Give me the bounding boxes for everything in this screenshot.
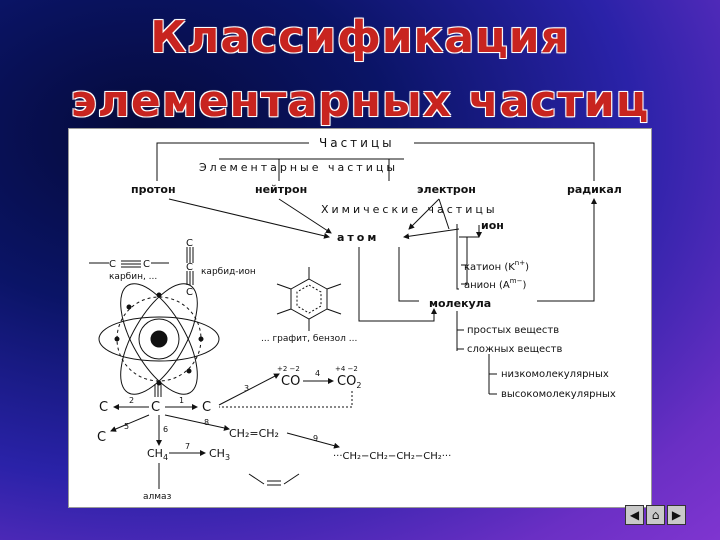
molecule-label: молекула [429,297,491,310]
polyethylene-formula: ···CH₂−CH₂−CH₂−CH₂··· [333,451,451,462]
co2-formula: CO2 [337,374,361,390]
anion-label: анион (Am−) [464,277,526,291]
svg-text:C: C [186,262,193,273]
particles-label: Частицы [319,136,395,150]
svg-text:5: 5 [124,422,129,431]
radical-label: радикал [567,183,622,196]
low-molecular-label: низкомолекулярных [501,369,609,380]
proton-label: протон [131,183,176,196]
svg-text:C: C [202,400,211,415]
svg-text:4: 4 [315,369,320,378]
cation-label: катион (Kn+) [464,259,529,273]
previous-slide-button[interactable]: ◀ [625,505,644,525]
home-button[interactable]: ⌂ [646,505,665,525]
slide-navigation: ◀ ⌂ ▶ [625,505,705,525]
high-molecular-label: высокомолекулярных [501,389,616,400]
carbide-ion-label: карбид-ион [201,267,256,277]
chemical-particles-label: Химические частицы [321,203,498,216]
svg-text:+2 −2: +2 −2 [277,365,300,373]
slide-title-line-2: элементарных частиц [70,76,650,127]
next-slide-button[interactable]: ▶ [667,505,686,525]
svg-text:7: 7 [185,442,190,451]
svg-text:9: 9 [313,434,318,443]
diamond-label: алмаз [143,492,172,502]
methane-formula: CH4 [147,447,168,462]
svg-text:C: C [99,400,108,415]
svg-text:C: C [97,430,106,445]
svg-text:6: 6 [163,425,168,434]
svg-text:2: 2 [129,396,134,405]
ion-label: ион [481,219,504,232]
elementary-particles-label: Элементарные частицы [199,161,398,174]
co-formula: CO [281,374,300,389]
svg-text:1: 1 [179,396,184,405]
svg-text:C: C [151,400,160,415]
ethylene-formula: CH₂=CH₂ [229,427,279,440]
atom-label: атом [337,231,379,244]
benzene-ring-icon [276,267,342,331]
svg-text:3: 3 [244,384,249,393]
carbyne-label: карбин, ... [109,272,157,282]
svg-text:C: C [109,259,116,270]
graphite-benzene-label: ... графит, бензол ... [261,334,357,344]
svg-text:C: C [143,259,150,270]
slide-title-line-1: Классификация [150,12,570,63]
svg-text:+4 −2: +4 −2 [335,365,358,373]
svg-text:C: C [186,287,193,298]
neutron-label: нейтрон [255,183,307,196]
electron-label: электрон [417,183,476,196]
simple-substances-label: простых веществ [467,325,559,336]
svg-text:8: 8 [204,418,209,427]
svg-text:C: C [186,238,193,249]
classification-diagram: Частицы Элементарные частицы протон нейт… [68,128,652,508]
methyl-formula: CH3 [209,447,230,462]
complex-substances-label: сложных веществ [467,344,562,355]
